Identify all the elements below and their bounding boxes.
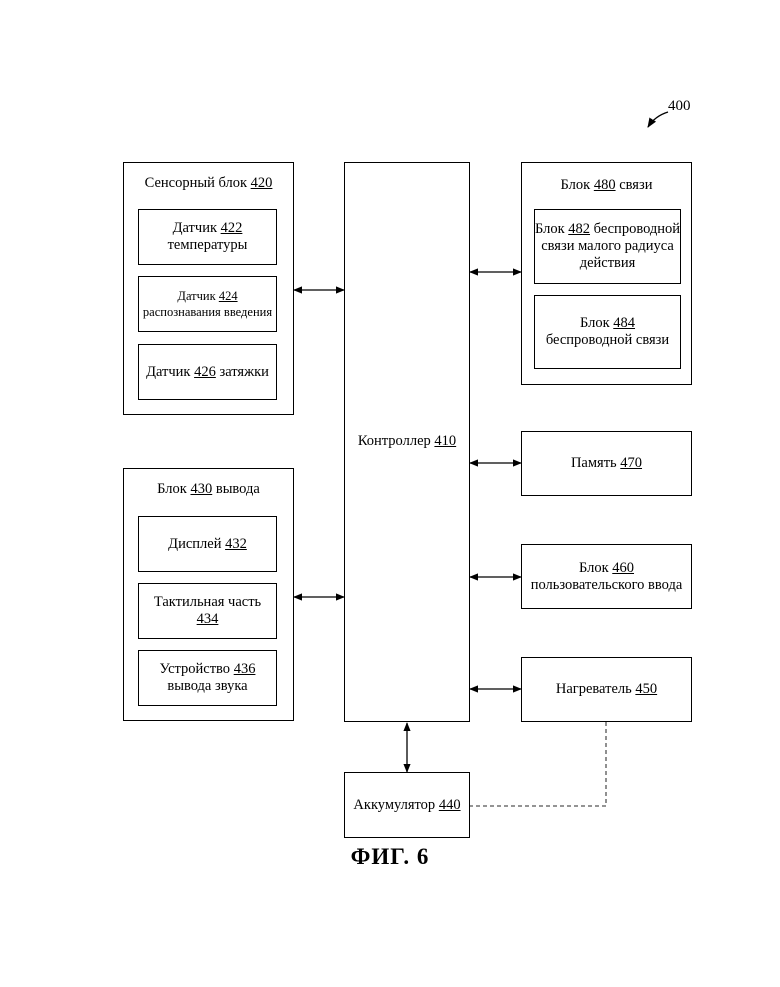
wireless-block: Блок 484 беспроводной связи — [534, 295, 681, 369]
dashed-heater-battery — [470, 722, 606, 806]
insertion-sensor: Датчик 424 распознавания введения — [138, 276, 277, 332]
figure-reference-number: 400 — [668, 98, 691, 115]
communication-block-title: Блок 480 связи — [522, 177, 691, 194]
battery: Аккумулятор 440 — [344, 772, 470, 838]
figure-caption: ФИГ. 6 — [0, 844, 780, 870]
short-range-wireless-block: Блок 482 беспроводной связи малого радиу… — [534, 209, 681, 284]
puff-sensor: Датчик 426 затяжки — [138, 344, 277, 400]
output-block-title: Блок 430 вывода — [124, 481, 293, 498]
audio-output-device: Устройство 436 вывода звука — [138, 650, 277, 706]
temperature-sensor: Датчик 422 температуры — [138, 209, 277, 265]
sensor-block-title: Сенсорный блок 420 — [124, 175, 293, 192]
memory: Память 470 — [521, 431, 692, 496]
haptic-part: Тактильная часть 434 — [138, 583, 277, 639]
heater: Нагреватель 450 — [521, 657, 692, 722]
user-input-block: Блок 460 пользовательского ввода — [521, 544, 692, 609]
reference-arrow — [648, 112, 668, 127]
display: Дисплей 432 — [138, 516, 277, 572]
controller: Контроллер 410 — [344, 162, 470, 722]
controller-label: Контроллер 410 — [345, 433, 469, 450]
